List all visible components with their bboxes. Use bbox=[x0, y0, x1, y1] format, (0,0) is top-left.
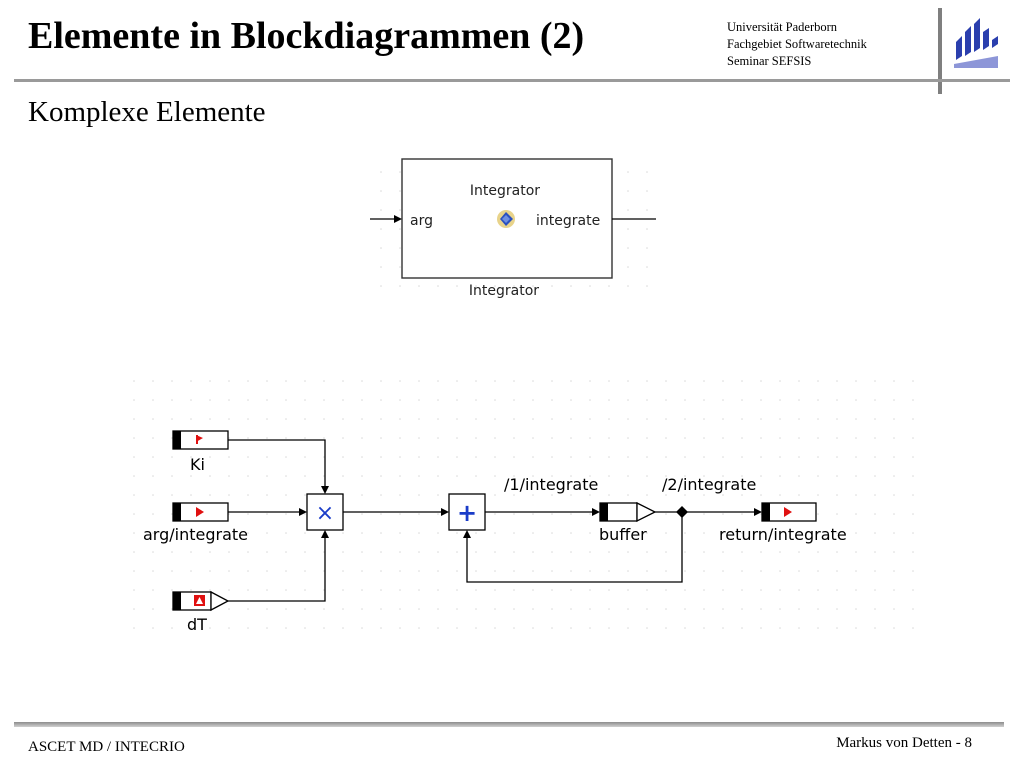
integrator-instance-label: Integrator bbox=[469, 283, 539, 299]
block-diagram: Ki arg/integrate dT × + bbox=[120, 380, 920, 640]
footer-course: ASCET MD / INTECRIO bbox=[28, 739, 185, 755]
dt-label: dT bbox=[187, 615, 207, 634]
dt-message-block bbox=[172, 590, 230, 612]
integrator-diagram: Integrator arg integrate Integrator bbox=[370, 155, 660, 299]
arg-label: arg/integrate bbox=[143, 525, 248, 544]
slide-title: Elemente in Blockdiagrammen (2) bbox=[28, 15, 585, 57]
footer-author-page: Markus von Detten - 8 bbox=[836, 735, 972, 751]
university-logo-icon bbox=[954, 18, 998, 68]
multiply-symbol: × bbox=[316, 501, 334, 526]
integrator-input-arrow-icon bbox=[394, 215, 402, 223]
integrator-class-label: Integrator bbox=[470, 183, 540, 199]
department-name: Fachgebiet Softwaretechnik bbox=[727, 37, 867, 51]
buffer-label: buffer bbox=[599, 525, 647, 544]
connection-lines bbox=[228, 439, 756, 602]
header-vertical-divider bbox=[938, 8, 942, 94]
ki-message-block bbox=[172, 430, 229, 450]
multiply-block bbox=[306, 493, 344, 531]
integrator-input-port-label: arg bbox=[410, 213, 433, 229]
integrator-output-port-label: integrate bbox=[536, 213, 600, 229]
return-message-block bbox=[761, 502, 817, 522]
header-horizontal-divider bbox=[14, 79, 1010, 82]
footer-divider bbox=[14, 722, 1004, 727]
arg-message-block bbox=[172, 502, 229, 522]
integrator-icon bbox=[497, 210, 515, 228]
buffer-block bbox=[599, 501, 657, 523]
sequence-1-label: /1/integrate bbox=[504, 475, 598, 494]
slide-subtitle: Komplexe Elemente bbox=[28, 96, 266, 128]
return-label: return/integrate bbox=[719, 525, 847, 544]
add-symbol: + bbox=[457, 499, 477, 527]
seminar-name: Seminar SEFSIS bbox=[727, 54, 812, 68]
sequence-2-label: /2/integrate bbox=[662, 475, 756, 494]
university-info: Universität Paderborn Fachgebiet Softwar… bbox=[727, 19, 867, 70]
connection-arrowheads bbox=[299, 486, 762, 538]
ki-label: Ki bbox=[190, 455, 205, 474]
university-name: Universität Paderborn bbox=[727, 20, 838, 34]
